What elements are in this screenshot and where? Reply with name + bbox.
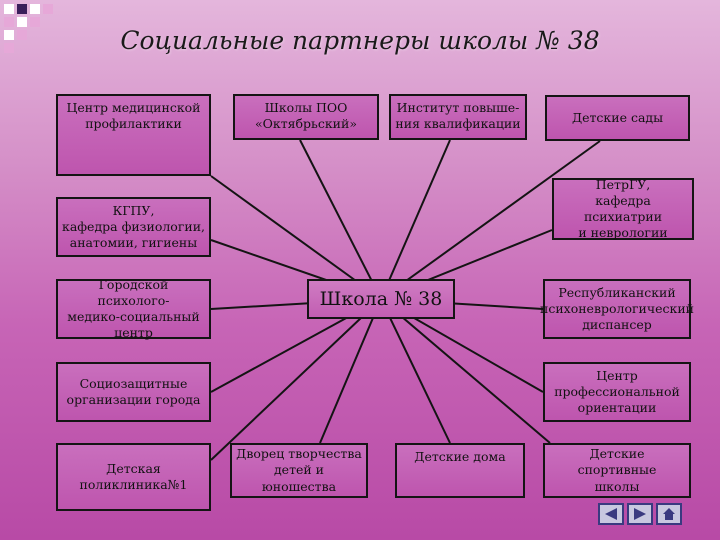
connector-line-0: [210, 175, 382, 300]
back-arrow-icon[interactable]: [598, 503, 624, 525]
partner-box-kgpu: КГПУ, кафедра физиологии, анатомии, гиги…: [56, 197, 211, 257]
connector-line-11: [319, 298, 382, 444]
partner-label: Центр профессиональной ориентации: [554, 367, 680, 416]
partner-label: Детские дома: [414, 449, 506, 464]
partner-box-medical-center: Центр медицинской профилактики: [56, 94, 211, 176]
partner-box-orphanages: Детские дома: [395, 443, 525, 498]
partner-box-career-center: Центр профессиональной ориентации: [543, 362, 691, 422]
partner-box-kindergartens: Детские сады: [545, 95, 690, 141]
partner-box-palace-of-creativity: Дворец творчества детей и юношества: [230, 443, 368, 498]
connector-line-12: [380, 298, 451, 444]
partner-box-city-psych-center: Городской психолого- медико-социальный ц…: [56, 276, 211, 341]
partner-box-institute: Институт повыше- ния квалификации: [389, 94, 527, 140]
partner-label: Детская поликлиника№1: [79, 460, 188, 492]
connector-line-1: [299, 139, 382, 300]
partner-box-petrgu: ПетрГУ, кафедра психиатрии и неврологии: [552, 176, 694, 241]
partner-box-schools-poo: Школы ПОО «Октябрьский»: [233, 94, 379, 140]
partner-label: Детские сады: [571, 109, 664, 125]
connector-line-3: [380, 140, 601, 300]
partner-label: Социозащитные организации города: [66, 375, 201, 407]
connector-line-10: [210, 298, 382, 461]
partner-label: Дворец творчества детей и юношества: [236, 446, 362, 494]
center-label: Школа № 38: [319, 288, 443, 310]
partner-box-psychoneuro-dispensary: Республиканский психоневрологический дис…: [539, 279, 695, 339]
center-node-school: Школа № 38: [307, 279, 455, 319]
partner-label: Центр медицинской профилактики: [66, 100, 201, 132]
partner-label: Детские спортивные школы: [577, 446, 657, 494]
partner-box-sports-schools: Детские спортивные школы: [543, 443, 691, 498]
partner-box-childrens-clinic: Детская поликлиника№1: [56, 443, 211, 511]
partner-label: ПетрГУ, кафедра психиатрии и неврологии: [578, 176, 668, 241]
partner-box-social-protection: Социозащитные организации города: [56, 362, 211, 422]
forward-arrow-icon[interactable]: [627, 503, 653, 525]
partner-label: Республиканский психоневрологический дис…: [539, 284, 695, 333]
home-icon[interactable]: [656, 503, 682, 525]
connector-line-2: [380, 139, 451, 300]
page-title: Социальные партнеры школы № 38: [120, 26, 600, 55]
partner-label: КГПУ, кафедра физиологии, анатомии, гиги…: [62, 202, 206, 251]
connector-line-13: [380, 298, 551, 444]
partner-label: Городской психолого- медико-социальный ц…: [67, 276, 200, 341]
partner-label: Школы ПОО «Октябрьский»: [255, 100, 357, 132]
partner-label: Институт повыше- ния квалификации: [395, 100, 521, 132]
